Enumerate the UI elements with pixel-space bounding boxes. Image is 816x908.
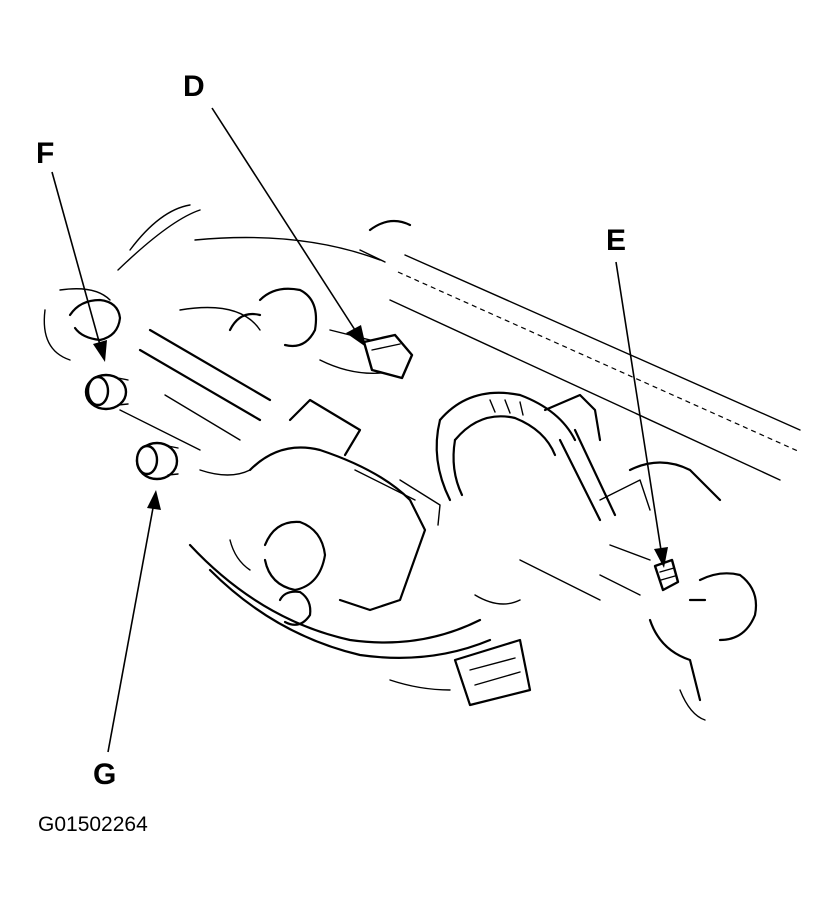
lower-pipe <box>188 543 601 659</box>
connector-d <box>362 333 414 380</box>
leader-g <box>107 490 161 753</box>
main-housing <box>229 398 441 626</box>
bottom-block <box>389 638 532 707</box>
leader-d <box>211 107 366 347</box>
cylinder-head-rails <box>117 204 801 481</box>
callout-label-d: D <box>183 70 205 103</box>
left-bracket <box>119 306 272 476</box>
connector-f <box>84 373 129 411</box>
connector-e <box>653 558 680 592</box>
callout-label-f: F <box>36 137 55 170</box>
connector-g <box>135 441 179 481</box>
leader-e <box>615 261 668 568</box>
callout-label-g: G <box>93 758 117 791</box>
curved-pipe <box>435 391 577 502</box>
leader-f <box>51 171 107 362</box>
figure-id: G01502264 <box>38 813 148 836</box>
callout-label-e: E <box>606 224 627 257</box>
right-bracket <box>543 393 758 721</box>
left-mount-boss <box>43 288 122 361</box>
